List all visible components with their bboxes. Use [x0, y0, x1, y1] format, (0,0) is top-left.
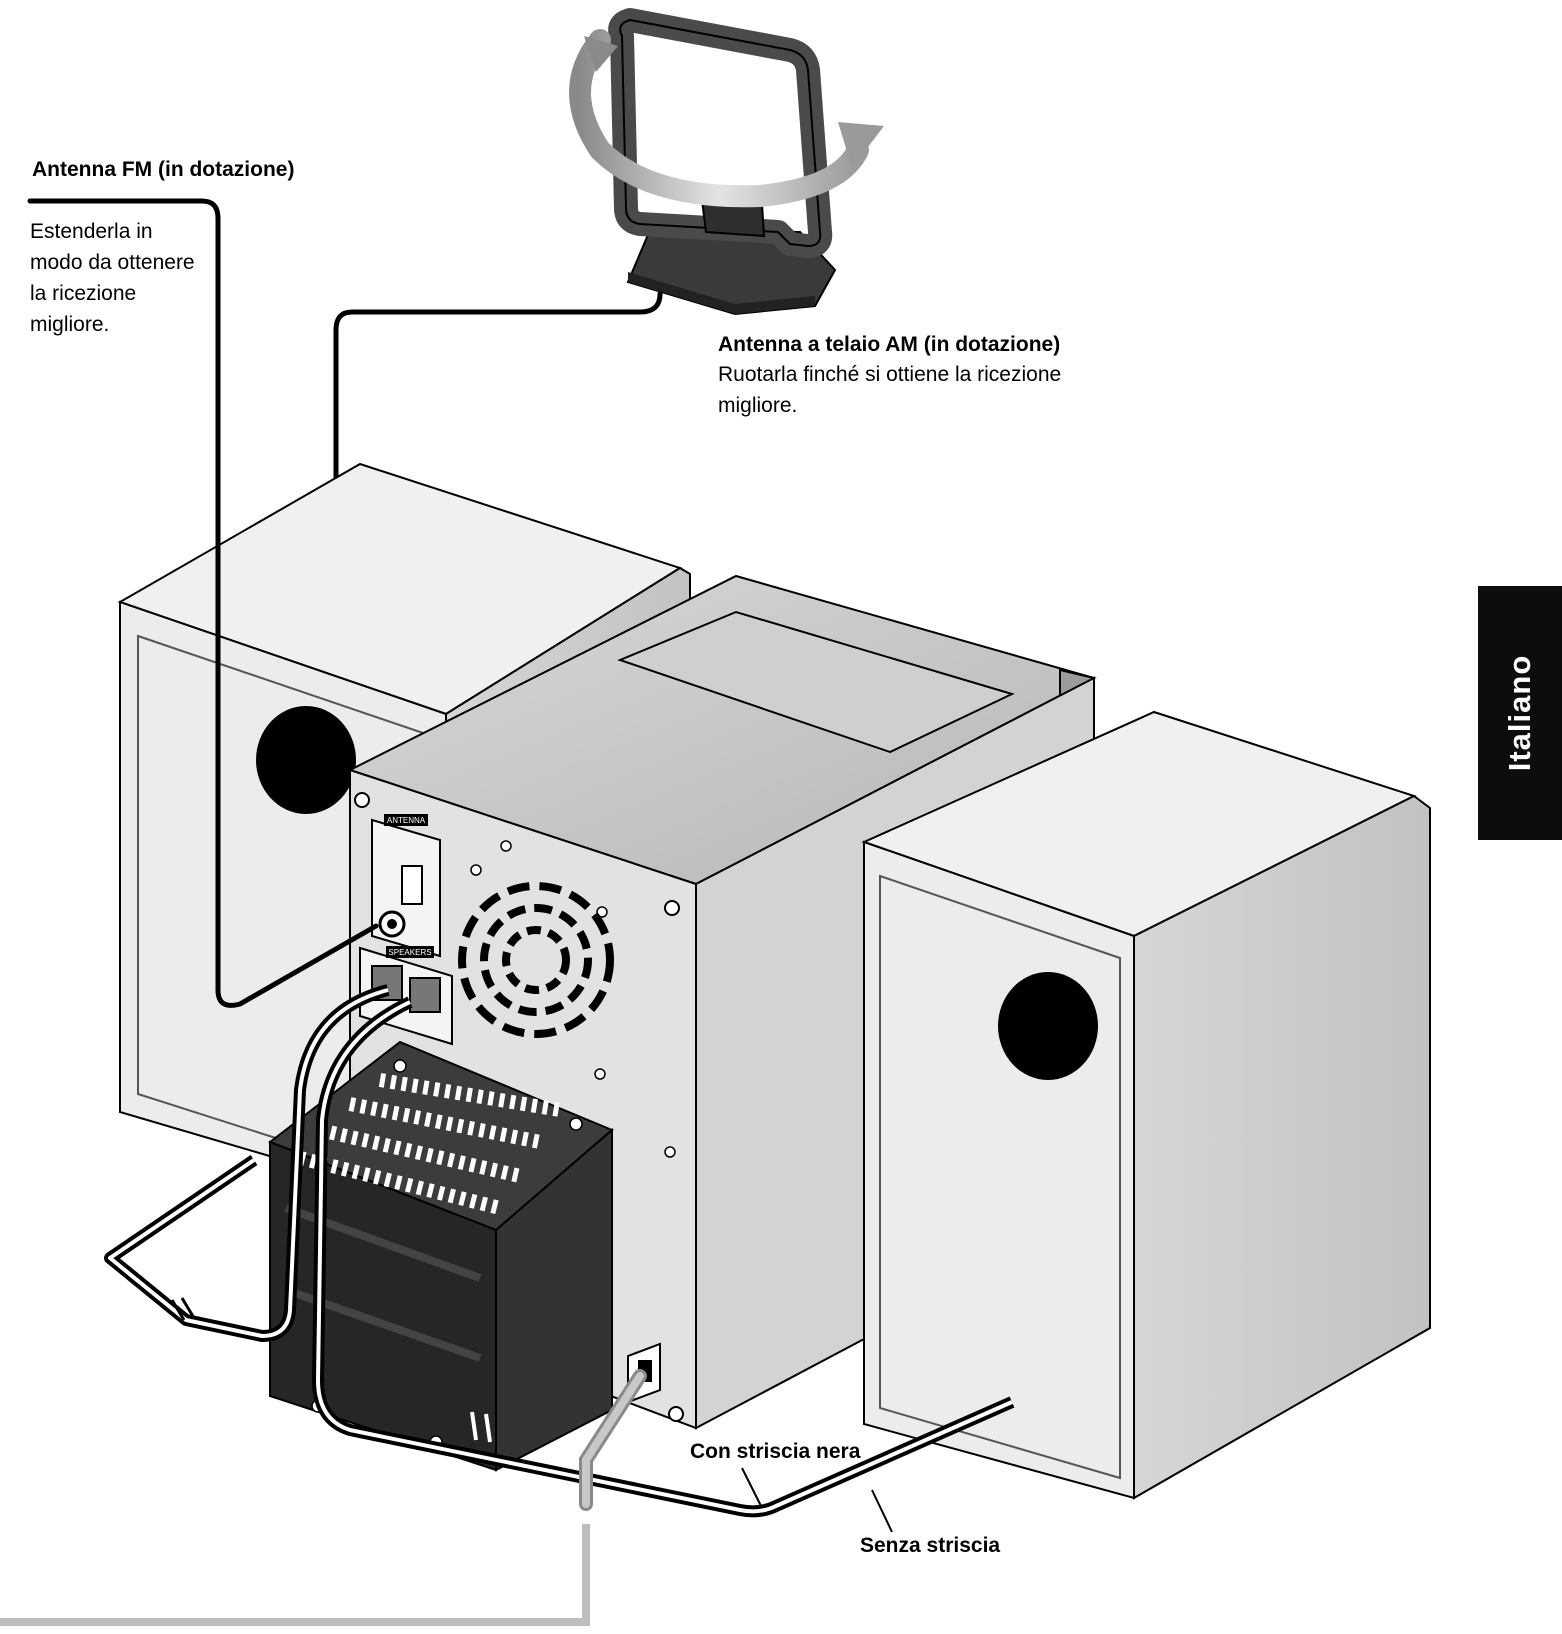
leader-line-senza-striscia — [871, 1489, 893, 1533]
speaker-port-icon — [998, 972, 1098, 1080]
am-loop-antenna — [608, 8, 837, 316]
fm-desc-line: modo da ottenere — [30, 251, 195, 274]
fm-desc-line: la ricezione — [30, 282, 137, 305]
with-black-stripe-label: Con striscia nera — [690, 1440, 861, 1463]
antenna-marking: ANTENNA — [387, 816, 426, 825]
speaker-port-icon — [256, 706, 356, 814]
rotation-arrow-icon — [569, 29, 884, 208]
language-tab-label: Italiano — [1502, 654, 1537, 772]
fm-antenna-title: Antenna FM (in dotazione) — [32, 158, 295, 181]
power-cord — [0, 1369, 647, 1626]
leader-line-con-striscia — [741, 1467, 763, 1509]
fm-antenna-cable — [27, 198, 379, 1008]
left-speaker-cable — [104, 984, 390, 1342]
heatsink — [267, 1040, 614, 1472]
am-antenna-description: Ruotarla finché si ottiene la ricezione … — [718, 359, 1138, 421]
am-antenna-title: Antenna a telaio AM (in dotazione) — [718, 333, 1061, 356]
fm-desc-line: migliore. — [30, 313, 110, 336]
am-terminal — [401, 865, 423, 905]
speakers-marking: SPEAKERS — [388, 948, 431, 957]
fm-desc-line: Estenderla in — [30, 220, 153, 243]
am-desc-line: migliore. — [718, 394, 798, 417]
cooling-fan-icon — [458, 882, 614, 1038]
antenna-terminal-panel: ANTENNA — [371, 814, 441, 958]
language-tab: Italiano — [1478, 586, 1562, 840]
fm-antenna-description: Estenderla in modo da ottenere la ricezi… — [30, 216, 210, 340]
right-speaker-cable — [312, 996, 1015, 1518]
without-stripe-label: Senza striscia — [860, 1534, 1001, 1557]
right-speaker — [861, 710, 1431, 1500]
am-desc-line: Ruotarla finché si ottiene la ricezione — [718, 363, 1062, 386]
